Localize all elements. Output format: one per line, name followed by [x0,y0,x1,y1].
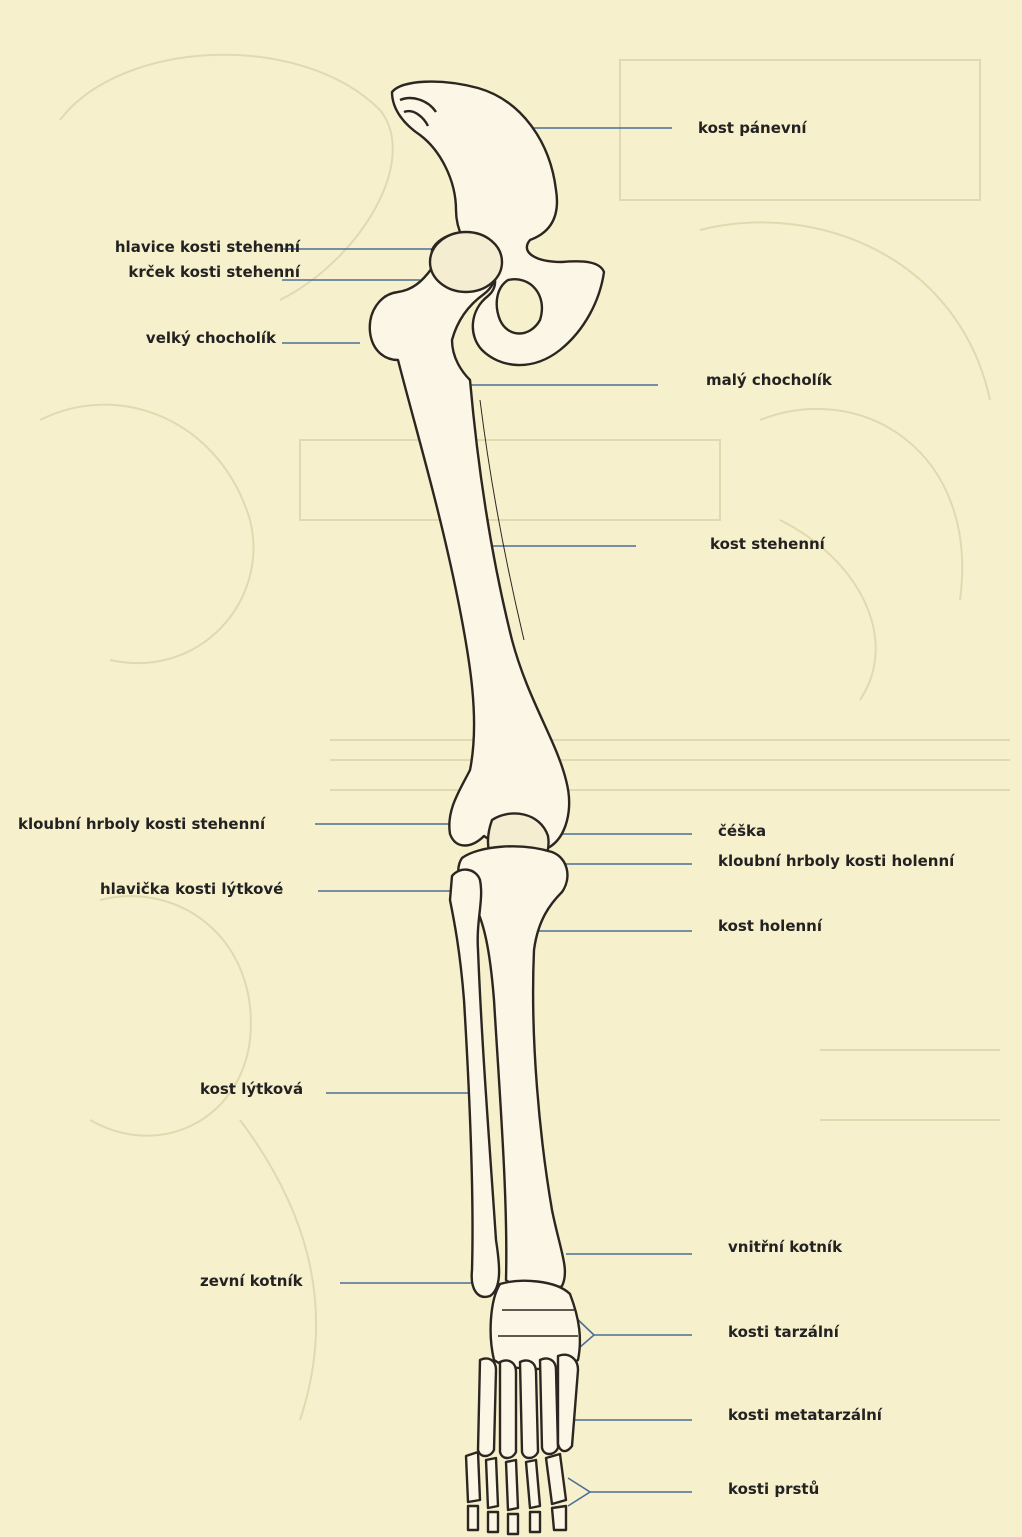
label-hlavicka-kosti-lytkove: hlavička kosti lýtkové [100,880,283,898]
label-kost-lytkova: kost lýtková [200,1080,303,1098]
leader-kosti-prstu [568,1478,590,1506]
label-vnitrni-kotnik: vnitřní kotník [728,1238,842,1256]
label-kloubni-hrboly-kosti-stehenni: kloubní hrboly kosti stehenní [18,815,265,833]
label-kloubni-hrboly-kosti-holenni: kloubní hrboly kosti holenní [718,852,954,870]
label-hlavice-kosti-stehenni: hlavice kosti stehenní [115,238,300,256]
label-kost-holenni: kost holenní [718,917,822,935]
toe-bones [466,1452,566,1534]
label-kost-stehenni: kost stehenní [710,535,825,553]
label-kosti-prstu: kosti prstů [728,1480,819,1498]
label-kosti-tarzalni: kosti tarzální [728,1323,839,1341]
label-kosti-metatarzalni: kosti metatarzální [728,1406,882,1424]
bones [370,82,604,1534]
metatarsal-bones [478,1355,578,1458]
label-velky-chocholik: velký chocholík [146,329,276,347]
label-krcek-kosti-stehenni: krček kosti stehenní [128,263,300,281]
label-zevni-kotnik: zevní kotník [200,1272,303,1290]
label-ceska: čéška [718,822,766,840]
label-maly-chocholik: malý chocholík [706,371,832,389]
label-kost-panevni: kost pánevní [698,119,807,137]
